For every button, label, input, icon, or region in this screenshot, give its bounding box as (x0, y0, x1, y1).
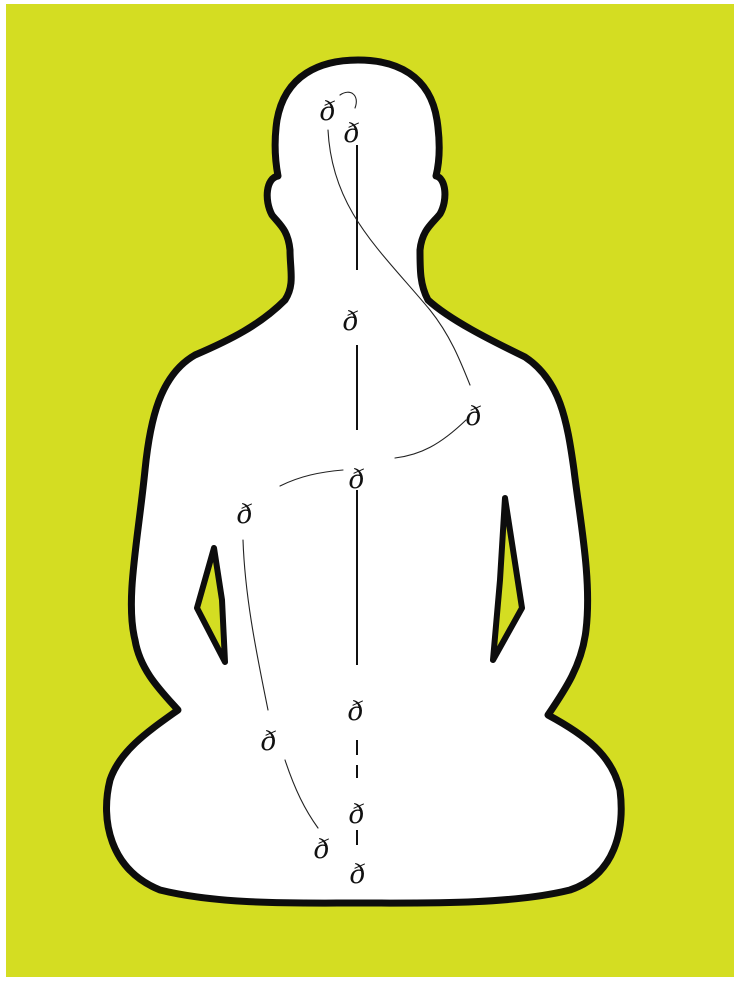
marker-glyph: ð (349, 800, 365, 830)
marker-glyph: ð (349, 465, 365, 495)
marker-glyph: ð (348, 697, 364, 727)
marker-glyph: ð (466, 402, 482, 432)
marker-glyph: ð (343, 307, 359, 337)
marker-glyph: ð (344, 119, 360, 149)
marker-glyph: ð (261, 727, 277, 757)
marker-glyph: ð (237, 500, 253, 530)
marker-glyph: ð (350, 860, 366, 890)
marker-glyph: ð (320, 97, 336, 127)
marker-glyph: ð (314, 835, 330, 865)
